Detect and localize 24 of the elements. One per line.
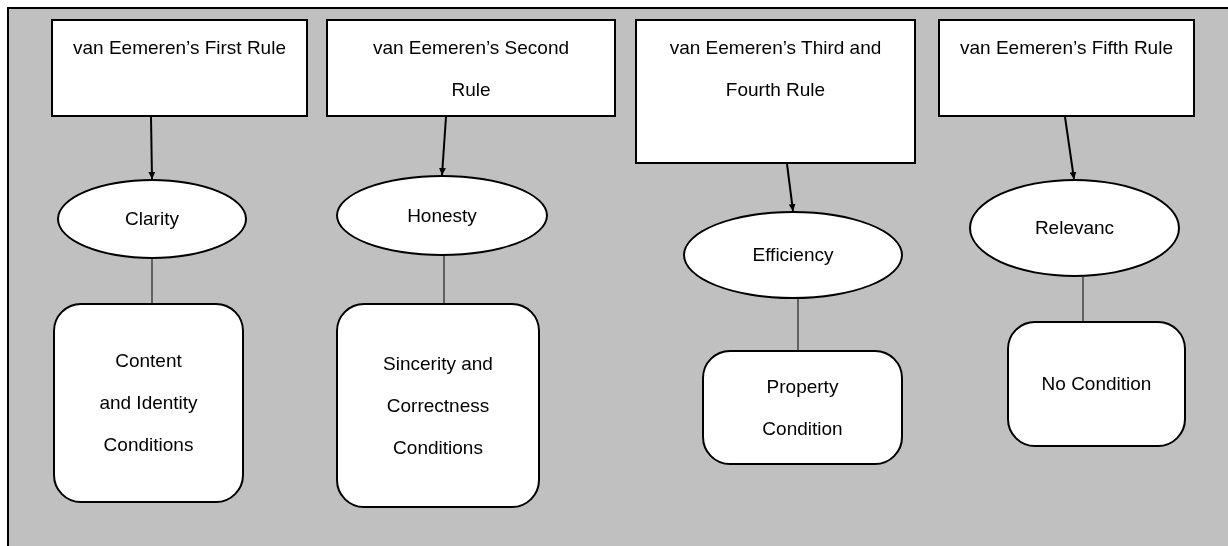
connector-line — [443, 255, 445, 304]
connector-line — [1082, 276, 1084, 322]
node-label: Efficiency — [752, 243, 834, 267]
node-label: Property Condition — [761, 374, 844, 441]
node-label: No Condition — [1041, 372, 1152, 396]
node-label: Relevanc — [1034, 216, 1115, 240]
arrow — [439, 116, 447, 176]
arrow — [786, 163, 796, 212]
condition-box — [336, 303, 540, 508]
condition-box — [702, 350, 903, 465]
arrow — [148, 116, 156, 180]
node-label: van Eemeren’s First Rule — [73, 36, 286, 60]
node-label: Sincerity and Correctness Conditions — [382, 351, 494, 460]
connector-line — [797, 298, 799, 351]
node-label: Clarity — [125, 207, 179, 231]
node-label: Content and Identity Conditions — [98, 349, 199, 457]
condition-box — [53, 303, 244, 503]
node-label: Honesty — [407, 203, 477, 228]
node-label: van Eemeren’s Fifth Rule — [960, 36, 1173, 60]
node-label: van Eemeren’s Third and Fourth Rule — [668, 36, 883, 102]
connector-line — [151, 258, 153, 304]
node-label: van Eemeren’s Second Rule — [371, 36, 571, 102]
condition-box — [1007, 321, 1186, 447]
arrow — [1064, 116, 1077, 180]
